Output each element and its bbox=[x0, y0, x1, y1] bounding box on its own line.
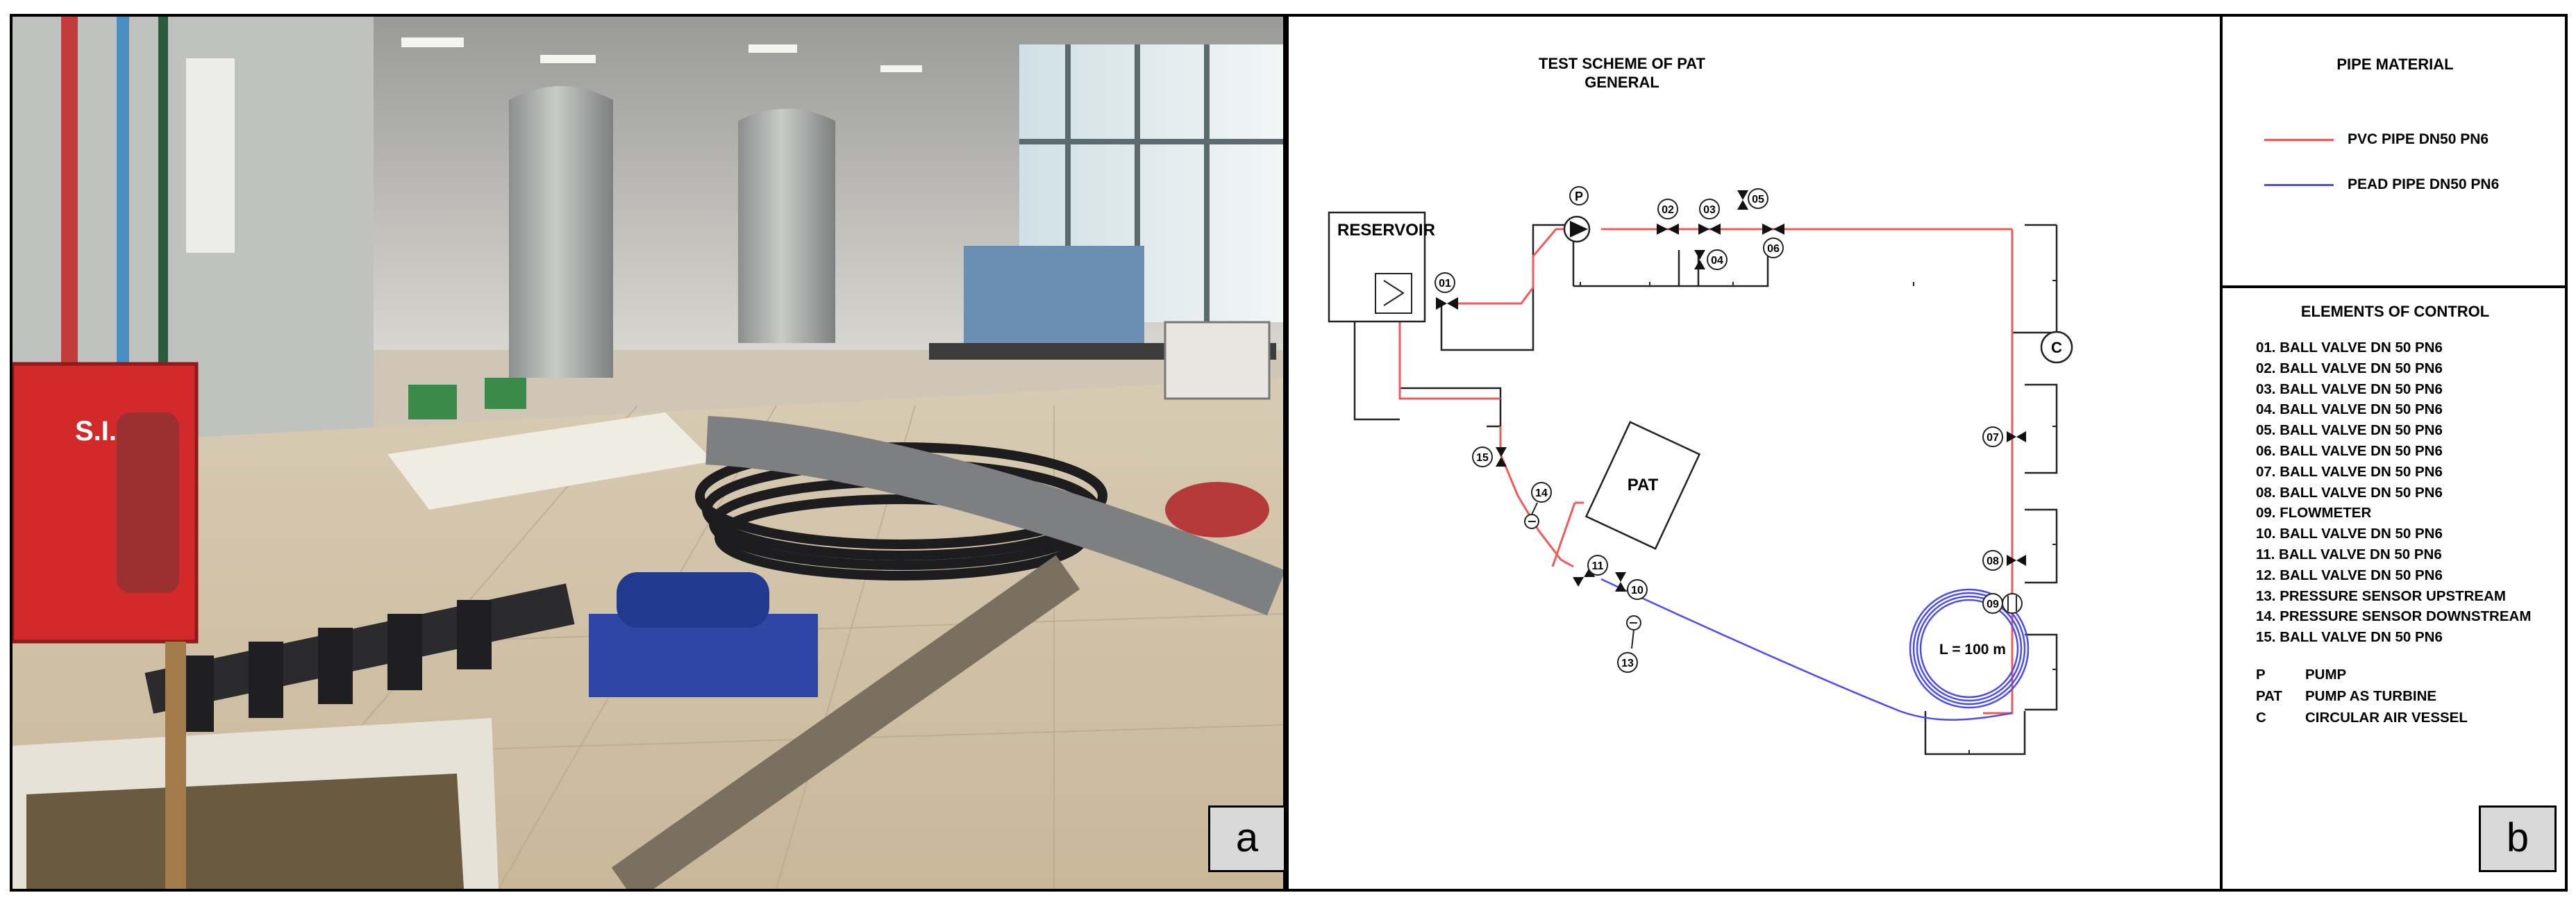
green-motor-2 bbox=[485, 378, 526, 409]
abbreviation-row: PAT PUMP AS TURBINE bbox=[2256, 685, 2468, 707]
elements-of-control-list: 01. BALL VALVE DN 50 PN6 02. BALL VALVE … bbox=[2256, 337, 2531, 648]
pipe-ticks bbox=[1354, 280, 2057, 754]
valve-tag-15: 15 bbox=[1476, 452, 1489, 464]
ceiling-lights bbox=[401, 37, 922, 72]
pead-pipes bbox=[1600, 578, 2030, 721]
valve-tags: 01 02 03 04 05 06 07 08 09 10 11 13 14 bbox=[1435, 188, 2003, 673]
legend-swatch-pvc bbox=[2264, 138, 2334, 141]
control-item: 15. BALL VALVE DN 50 PN6 bbox=[2256, 629, 2443, 646]
control-item: 08. BALL VALVE DN 50 PN6 bbox=[2256, 484, 2443, 501]
control-box bbox=[1164, 321, 1271, 400]
valve-tag-11: 11 bbox=[1592, 560, 1604, 572]
control-item: 11. BALL VALVE DN 50 PN6 bbox=[2256, 546, 2442, 562]
control-item: 03. BALL VALVE DN 50 PN6 bbox=[2256, 381, 2443, 397]
legend-swatch-pead bbox=[2264, 183, 2334, 186]
abbreviation-value: PUMP bbox=[2305, 667, 2347, 683]
valve-tag-14: 14 bbox=[1535, 487, 1548, 499]
fire-sign-text: S.I. bbox=[75, 416, 117, 446]
pump-label: P bbox=[1575, 190, 1583, 203]
air-vessel-label: C bbox=[2051, 339, 2062, 356]
lab-photo-illustration: S.I. bbox=[12, 17, 1283, 889]
black-pipes bbox=[1353, 218, 2058, 755]
legend-row-pead: PEAD PIPE DN50 PN6 bbox=[2264, 174, 2499, 195]
legend-label-pead: PEAD PIPE DN50 PN6 bbox=[2348, 176, 2500, 192]
valve-tag-05: 05 bbox=[1752, 194, 1764, 206]
wood-post bbox=[165, 642, 186, 889]
control-item: 14. PRESSURE SENSOR DOWNSTREAM bbox=[2256, 608, 2532, 625]
valve-tag-04: 04 bbox=[1711, 255, 1723, 267]
test-bench bbox=[964, 246, 1144, 350]
panel-divider-horizontal bbox=[2220, 285, 2565, 288]
valves bbox=[1436, 190, 2026, 592]
panel-label-b: b bbox=[2479, 805, 2557, 872]
elements-of-control-title: ELEMENTS OF CONTROL bbox=[2300, 303, 2490, 320]
wall-poster bbox=[186, 58, 235, 253]
control-item: 10. BALL VALVE DN 50 PN6 bbox=[2256, 526, 2443, 542]
abbreviation-list: P PUMP PAT PUMP AS TURBINE C CIRCULAR AI… bbox=[2256, 664, 2468, 728]
legend-label-pvc: PVC PIPE DN50 PN6 bbox=[2348, 131, 2489, 147]
panel-divider-vertical bbox=[2220, 17, 2223, 889]
pressure-sensors bbox=[1524, 502, 1641, 649]
pipe-material-title: PIPE MATERIAL bbox=[2336, 56, 2454, 73]
abbreviation-key: P bbox=[2256, 667, 2266, 683]
blue-pipe bbox=[117, 17, 129, 378]
control-item: 09. FLOWMETER bbox=[2256, 505, 2372, 521]
red-pipe bbox=[61, 17, 78, 406]
pat-label: PAT bbox=[1628, 476, 1659, 494]
control-item: 04. BALL VALVE DN 50 PN6 bbox=[2256, 401, 2443, 418]
pipe-scheme-diagram: RESERVOIR P PAT C L = 100 m bbox=[1328, 55, 2073, 755]
legend-row-pvc: PVC PIPE DN50 PN6 bbox=[2264, 129, 2489, 150]
valve-tag-03: 03 bbox=[1703, 204, 1716, 216]
valve-tag-07: 07 bbox=[1987, 432, 1999, 444]
pump-arrow bbox=[1570, 221, 1588, 237]
pump-tag bbox=[1569, 186, 1589, 206]
red-cable-spool bbox=[1165, 482, 1269, 537]
control-item: 13. PRESSURE SENSOR UPSTREAM bbox=[2256, 587, 2506, 604]
control-item: 05. BALL VALVE DN 50 PN6 bbox=[2256, 422, 2443, 439]
blue-pump-motor bbox=[617, 572, 769, 628]
reservoir-inlet bbox=[1375, 273, 1412, 314]
valve-tag-09: 09 bbox=[1987, 599, 1999, 610]
pressure-tanks bbox=[509, 86, 835, 378]
reservoir-inlet-arrow bbox=[1383, 280, 1405, 306]
panel-label-a: a bbox=[1208, 805, 1286, 872]
abbreviation-row: C CIRCULAR AIR VESSEL bbox=[2256, 707, 2468, 728]
lab-photo-panel: S.I. bbox=[10, 14, 1286, 892]
coil-length-label: L = 100 m bbox=[1939, 642, 2006, 658]
flowmeter-symbol bbox=[2002, 593, 2023, 614]
abbreviation-value: PUMP AS TURBINE bbox=[2305, 688, 2437, 704]
pat-box bbox=[1584, 421, 1701, 550]
water-tank-inside bbox=[26, 774, 464, 889]
abbreviation-value: CIRCULAR AIR VESSEL bbox=[2305, 710, 2468, 726]
valve-tag-02: 02 bbox=[1662, 204, 1674, 216]
valve-tag-06: 06 bbox=[1767, 243, 1780, 255]
control-item: 12. BALL VALVE DN 50 PN6 bbox=[2256, 567, 2443, 583]
valve-tag-08: 08 bbox=[1987, 556, 1999, 567]
valve-tag-10: 10 bbox=[1631, 585, 1644, 596]
foreground-pipe bbox=[611, 555, 1080, 889]
control-item: 02. BALL VALVE DN 50 PN6 bbox=[2256, 360, 2443, 376]
control-item: 06. BALL VALVE DN 50 PN6 bbox=[2256, 442, 2443, 459]
schematic-panel: RESERVOIR P PAT C L = 100 m bbox=[1286, 14, 2568, 892]
fire-cabinet-window bbox=[117, 412, 179, 593]
scheme-title: TEST SCHEME OF PAT bbox=[1539, 55, 1706, 72]
air-vessel-symbol bbox=[2040, 331, 2073, 364]
control-item: 07. BALL VALVE DN 50 PN6 bbox=[2256, 463, 2443, 480]
abbreviation-key: C bbox=[2256, 710, 2266, 726]
work-table bbox=[387, 412, 714, 510]
grey-pipe bbox=[705, 416, 1283, 616]
valve-tag-01: 01 bbox=[1439, 278, 1451, 290]
control-item: 01. BALL VALVE DN 50 PN6 bbox=[2256, 340, 2443, 356]
scheme-subtitle: GENERAL bbox=[1584, 74, 1659, 91]
green-motor bbox=[408, 385, 457, 419]
valve-tag-13: 13 bbox=[1621, 658, 1634, 669]
reservoir-label: RESERVOIR bbox=[1337, 221, 1435, 240]
abbreviation-key: PAT bbox=[2256, 688, 2282, 704]
abbreviation-row: P PUMP bbox=[2256, 664, 2468, 685]
